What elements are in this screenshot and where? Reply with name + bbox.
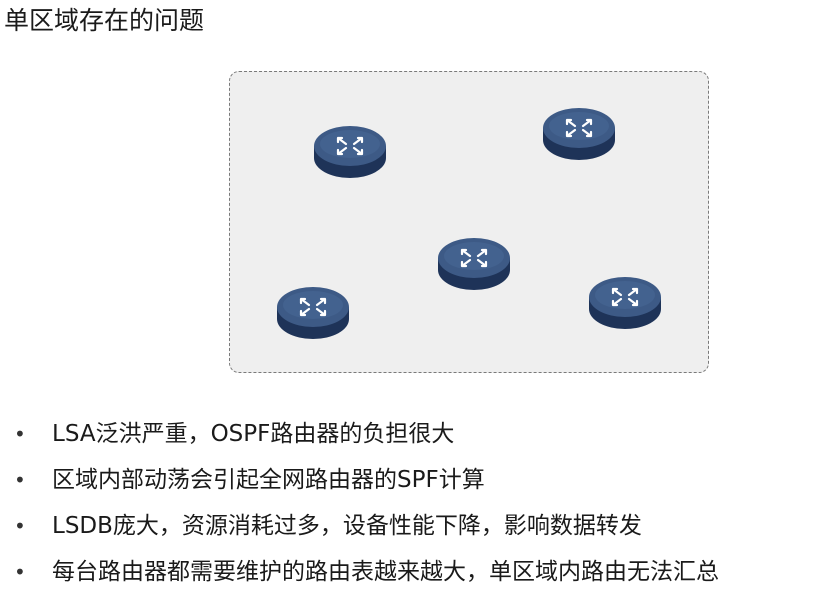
list-item: • LSA泛洪严重，OSPF路由器的负担很大 [14, 414, 719, 460]
bullet-dot: • [14, 468, 26, 492]
list-item-text: LSA泛洪严重，OSPF路由器的负担很大 [52, 421, 455, 447]
list-item-text: LSDB庞大，资源消耗过多，设备性能下降，影响数据转发 [52, 513, 642, 539]
problem-list: • LSA泛洪严重，OSPF路由器的负担很大 • 区域内部动荡会引起全网路由器的… [14, 414, 719, 598]
router-icon [587, 273, 663, 333]
router-icon [541, 104, 617, 164]
router-icon [275, 283, 351, 343]
list-item: • 区域内部动荡会引起全网路由器的SPF计算 [14, 460, 719, 506]
list-item-text: 每台路由器都需要维护的路由表越来越大，单区域内路由无法汇总 [52, 559, 719, 585]
bullet-dot: • [14, 514, 26, 538]
bullet-dot: • [14, 422, 26, 446]
bullet-dot: • [14, 560, 26, 584]
list-item: • 每台路由器都需要维护的路由表越来越大，单区域内路由无法汇总 [14, 552, 719, 598]
list-item-text: 区域内部动荡会引起全网路由器的SPF计算 [52, 467, 485, 493]
page-title: 单区域存在的问题 [4, 6, 205, 35]
list-item: • LSDB庞大，资源消耗过多，设备性能下降，影响数据转发 [14, 506, 719, 552]
router-icon [436, 234, 512, 294]
router-icon [312, 122, 388, 182]
